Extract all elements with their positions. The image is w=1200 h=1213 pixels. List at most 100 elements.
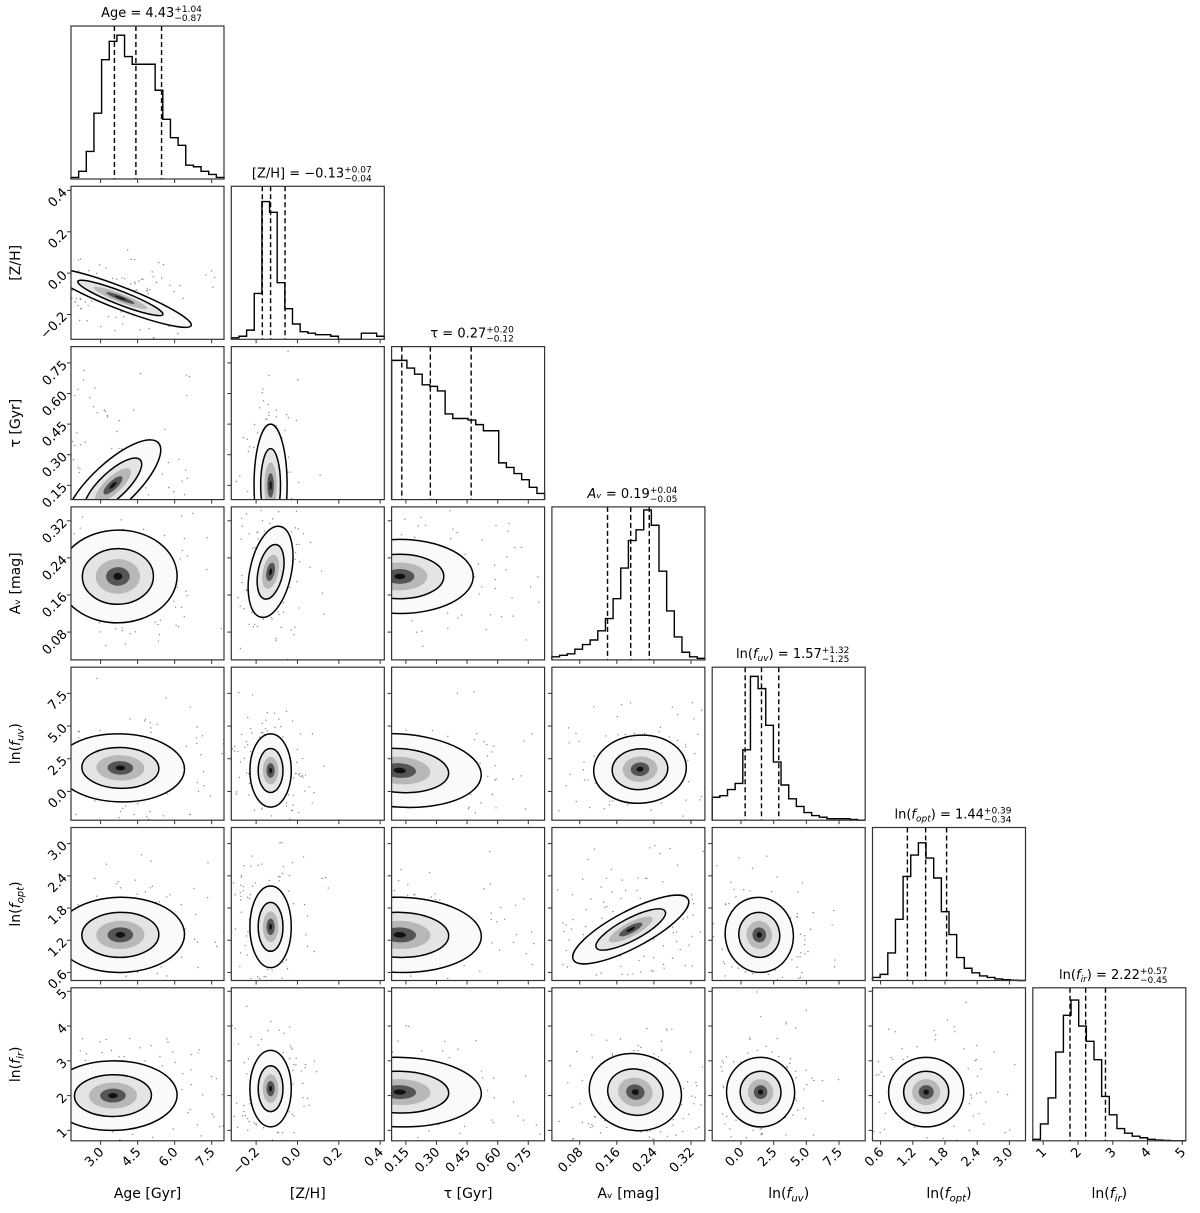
sample-point <box>136 893 138 895</box>
sample-point <box>245 772 248 774</box>
sample-point <box>562 922 564 924</box>
sample-point <box>264 1008 265 1009</box>
density-max <box>636 766 644 772</box>
sample-point <box>360 747 361 748</box>
sample-point <box>76 432 78 434</box>
sample-point <box>187 1111 189 1114</box>
x-tick-label-fuv: 0.0 <box>723 1145 748 1170</box>
sample-point <box>361 774 362 775</box>
sample-point <box>660 1040 663 1042</box>
sample-point <box>520 775 522 777</box>
sample-point <box>361 912 362 913</box>
sample-point <box>234 928 237 930</box>
sample-point <box>64 477 65 478</box>
sample-point <box>320 306 321 307</box>
sample-point <box>268 414 270 417</box>
sample-point <box>48 1152 49 1153</box>
sample-point <box>158 261 160 264</box>
sample-point <box>290 497 293 500</box>
sample-point <box>296 580 298 583</box>
sample-point <box>303 903 306 906</box>
sample-point <box>974 1059 976 1062</box>
sample-point <box>227 894 228 895</box>
sample-point <box>266 249 267 250</box>
histogram-panel-av <box>551 506 706 664</box>
density-max <box>758 1089 764 1095</box>
sample-point <box>287 417 289 419</box>
sample-point <box>77 737 80 739</box>
sample-point <box>376 567 377 568</box>
sample-point <box>87 1141 88 1142</box>
sample-point <box>157 640 160 642</box>
sample-point <box>877 1061 880 1063</box>
sample-point <box>277 504 278 505</box>
sample-point <box>145 290 148 292</box>
sample-point <box>291 720 294 722</box>
sample-point <box>420 516 422 519</box>
sample-point <box>538 601 540 603</box>
sample-point <box>367 1131 368 1132</box>
sample-point <box>950 1151 951 1152</box>
sample-point <box>92 824 93 825</box>
sample-point <box>699 931 701 933</box>
sample-point <box>243 1061 246 1064</box>
sample-point <box>68 534 69 535</box>
sample-point <box>514 904 517 906</box>
sample-point <box>577 972 578 973</box>
sample-point <box>721 699 722 700</box>
sample-point <box>79 527 81 529</box>
sample-point <box>367 1102 368 1103</box>
sample-point <box>115 882 118 885</box>
density-panel-age-vs-fopt <box>67 826 225 985</box>
sample-point <box>148 523 149 524</box>
sample-point <box>242 611 243 612</box>
sample-point <box>577 942 578 943</box>
sample-point <box>249 853 250 854</box>
sample-point <box>237 1043 240 1045</box>
sample-point <box>265 1181 266 1182</box>
sample-point <box>312 917 313 918</box>
sample-point <box>160 277 163 279</box>
sample-point <box>69 921 70 922</box>
sample-point <box>680 829 681 830</box>
sample-point <box>448 1057 451 1059</box>
sample-point <box>314 608 315 609</box>
sample-point <box>444 1040 446 1043</box>
sample-point <box>512 941 515 943</box>
sample-point <box>509 941 510 942</box>
sample-point <box>611 1054 614 1056</box>
panel-frame <box>551 666 706 821</box>
sample-point <box>298 561 301 563</box>
sample-point <box>699 799 701 801</box>
sample-point <box>557 795 558 796</box>
sample-point <box>175 624 177 626</box>
sample-point <box>325 1086 326 1087</box>
sample-point <box>211 1076 213 1078</box>
sample-point <box>691 935 693 938</box>
sample-point <box>70 504 71 505</box>
sample-point <box>245 946 246 947</box>
sample-point <box>316 815 317 816</box>
sample-point <box>193 887 195 890</box>
sample-point <box>246 744 249 746</box>
sample-point <box>40 578 41 579</box>
sample-point <box>695 1081 697 1084</box>
sample-point <box>275 639 277 642</box>
sample-point <box>179 284 181 287</box>
sample-point <box>568 742 570 744</box>
sample-point <box>517 1115 519 1117</box>
density-panel-fuv-vs-fopt <box>708 826 866 985</box>
sample-point <box>591 1056 593 1058</box>
sample-point <box>364 1088 365 1089</box>
sample-point <box>105 863 108 865</box>
sample-point <box>190 1053 193 1056</box>
sample-point <box>343 774 344 775</box>
sample-point <box>470 793 472 795</box>
sample-point <box>292 1069 294 1072</box>
sample-point <box>242 890 244 892</box>
sample-point <box>1 1138 2 1139</box>
sample-point <box>483 741 485 743</box>
sample-point <box>346 898 347 899</box>
sample-point <box>467 988 468 989</box>
sample-point <box>196 1124 199 1126</box>
